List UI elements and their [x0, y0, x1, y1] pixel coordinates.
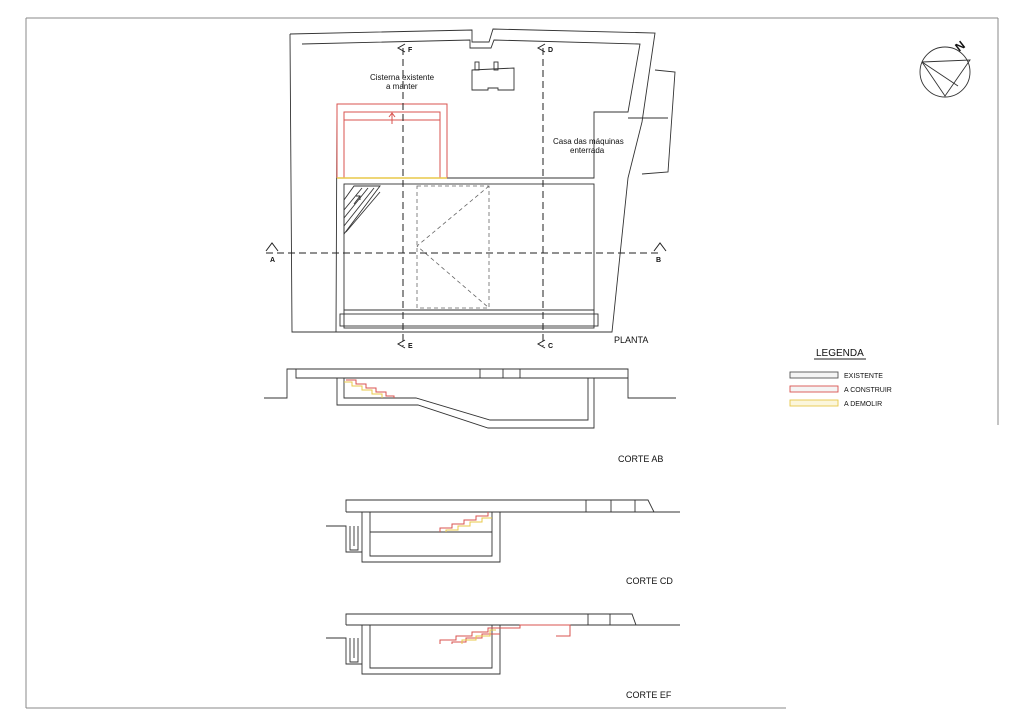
cistern-object [471, 67, 515, 91]
machine-room-label-line2: enterrada [570, 146, 605, 155]
legend-label-a-demolir: A DEMOLIR [844, 401, 882, 408]
section-marker-c: C [548, 343, 553, 350]
section-marker-b: B [656, 257, 661, 264]
section-ef-title: CORTE EF [626, 690, 672, 700]
legend-swatch-existente [789, 371, 839, 379]
section-ef [326, 613, 680, 675]
section-ab [264, 368, 676, 429]
legend-title: LEGENDA [816, 348, 864, 359]
section-cd-steps [439, 512, 492, 532]
site-boundary-inner [301, 39, 641, 333]
legend-swatch-a-demolir [789, 399, 839, 407]
section-marker-f: F [408, 47, 413, 54]
machine-room-label-line1: Casa das máquinas [553, 137, 624, 146]
cistern-label-line1: Cisterna existente [370, 73, 435, 82]
site-boundary-outer [289, 28, 656, 333]
section-cd [326, 499, 680, 563]
sheet-border [25, 17, 999, 709]
section-lines [266, 48, 662, 346]
section-marker-d: D [548, 47, 553, 54]
section-ef-steps [439, 624, 571, 644]
legend-swatch-a-construir [789, 385, 839, 393]
cistern-label-line2: a manter [386, 82, 418, 91]
section-ab-steps [344, 379, 395, 398]
section-marker-e: E [408, 343, 413, 350]
new-construction-plan [336, 103, 448, 178]
pool-dashed-geometry [416, 185, 490, 309]
north-arrow [919, 46, 971, 98]
legend-label-a-construir: A CONSTRUIR [844, 387, 892, 394]
section-cd-title: CORTE CD [626, 576, 673, 586]
section-arrows [265, 43, 667, 349]
section-marker-a: A [270, 257, 275, 264]
plan-view [289, 28, 676, 333]
pool-plan [339, 183, 599, 329]
legend-label-existente: EXISTENTE [844, 373, 883, 380]
legend: LEGENDA EXISTENTE A CONSTRUIR A DEMOLIR [789, 348, 892, 408]
neighbour-building [641, 69, 676, 175]
section-ab-title: CORTE AB [618, 454, 663, 464]
plan-title: PLANTA [614, 335, 648, 345]
north-arrow-letter: N [952, 38, 967, 54]
